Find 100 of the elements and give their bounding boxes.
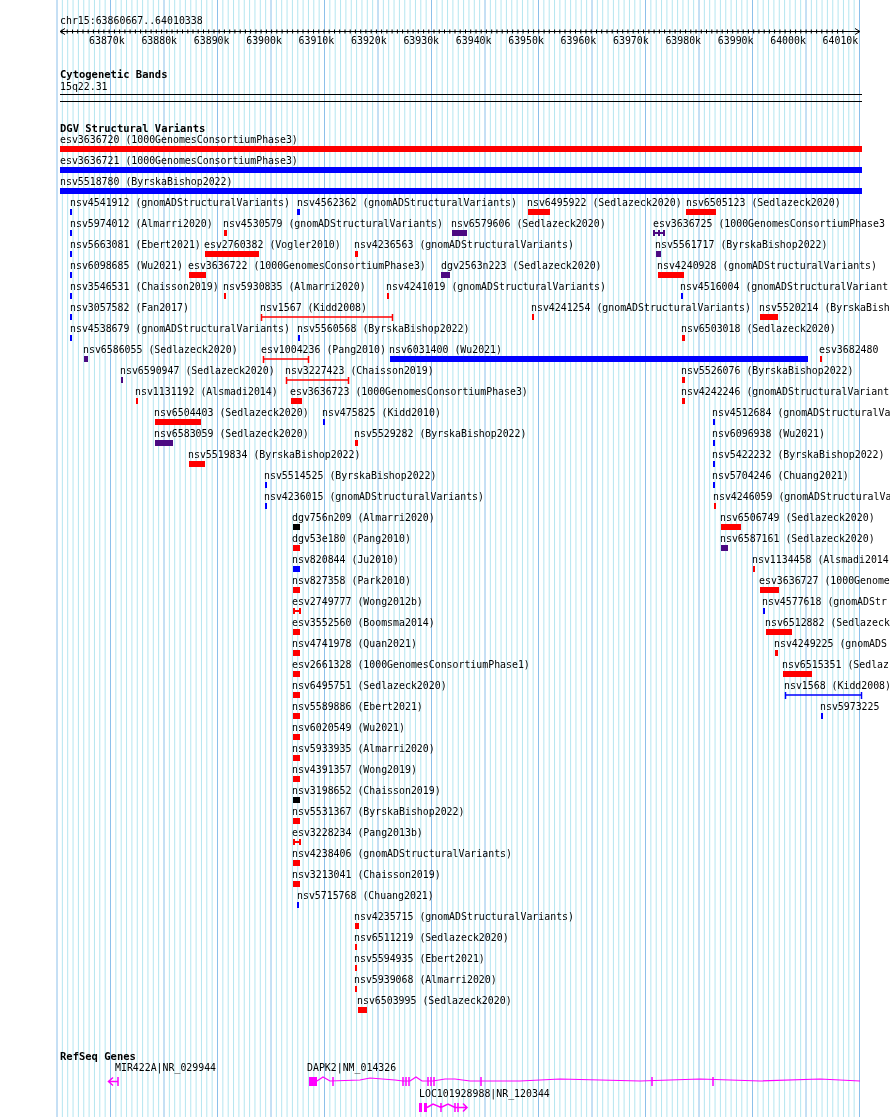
- variant-label: nsv6096938 (Wu2021): [712, 428, 825, 440]
- variant-label: nsv5973225: [820, 701, 880, 713]
- variant-label: nsv6515351 (Sedlaz: [782, 659, 889, 671]
- variant-label: nsv4240928 (gnomADStructuralVariants): [657, 260, 877, 272]
- variant-label: nsv5514525 (ByrskaBishop2022): [264, 470, 437, 482]
- variant-label: nsv5520214 (ByrskaBish: [759, 302, 890, 314]
- tick-label: 64010k: [822, 35, 859, 47]
- variant-label: nsv5930835 (Almarri2020): [223, 281, 366, 293]
- tick-label: 63870k: [89, 35, 125, 47]
- variant-label: nsv820844 (Ju2010): [292, 554, 399, 566]
- variant-label: esv3636725 (1000GenomesConsortiumPhase3: [653, 218, 885, 230]
- variant-label: esv1004236 (Pang2010): [261, 344, 386, 356]
- variant-label: nsv5561717 (ByrskaBishop2022): [655, 239, 828, 251]
- gene-label: MIR422A|NR_029944: [115, 1062, 217, 1074]
- tick-label: 63930k: [403, 35, 440, 47]
- variant-label: nsv6512882 (Sedlazeck: [765, 617, 890, 629]
- variant-label: nsv3198652 (Chaisson2019): [292, 785, 441, 797]
- variant-label: nsv827358 (Park2010): [292, 575, 411, 587]
- variant-label: nsv475825 (Kidd2010): [322, 407, 441, 419]
- variant-label: nsv1568 (Kidd2008): [784, 680, 890, 692]
- variant-label: nsv6495922 (Sedlazeck2020): [527, 197, 682, 209]
- variant-label: nsv3213041 (Chaisson2019): [292, 869, 441, 881]
- variant-label: nsv6504403 (Sedlazeck2020): [154, 407, 309, 419]
- variant-label: nsv4241019 (gnomADStructuralVariants): [386, 281, 606, 293]
- variant-label: esv3636723 (1000GenomesConsortiumPhase3): [290, 386, 528, 398]
- variant-label: nsv6505123 (Sedlazeck2020): [686, 197, 841, 209]
- variant-label: nsv4577618 (gnomADStr: [762, 596, 887, 608]
- variant-label: esv2749777 (Wong2012b): [292, 596, 423, 608]
- variant-label: nsv5594935 (Ebert2021): [354, 953, 485, 965]
- tick-label: 63890k: [193, 35, 230, 47]
- variant-label: nsv6020549 (Wu2021): [292, 722, 405, 734]
- variant-label: esv3636720 (1000GenomesConsortiumPhase3): [60, 134, 298, 146]
- variant-label: nsv4530579 (gnomADStructuralVariants): [223, 218, 443, 230]
- variant-label: nsv6503995 (Sedlazeck2020): [357, 995, 512, 1007]
- variant-label: esv3636722 (1000GenomesConsortiumPhase3): [188, 260, 426, 272]
- variant-label: nsv4236015 (gnomADStructuralVariants): [264, 491, 484, 503]
- variant-label: nsv6495751 (Sedlazeck2020): [292, 680, 447, 692]
- tick-label: 63960k: [560, 35, 597, 47]
- tick-label: 63950k: [508, 35, 544, 47]
- variant-label: nsv5560568 (ByrskaBishop2022): [297, 323, 470, 335]
- variant-label: nsv1567 (Kidd2008): [260, 302, 367, 314]
- track-heading: RefSeq Genes: [60, 1050, 136, 1062]
- variant-label: nsv4541912 (gnomADStructuralVariants): [70, 197, 290, 209]
- variant-label: nsv4562362 (gnomADStructuralVariants): [297, 197, 517, 209]
- tick-label: 63940k: [455, 35, 492, 47]
- variant-label: nsv5589886 (Ebert2021): [292, 701, 423, 713]
- track-heading: Cytogenetic Bands: [60, 68, 168, 80]
- variant-label: nsv6031400 (Wu2021): [389, 344, 502, 356]
- variant-label: nsv4242246 (gnomADStructuralVariant: [681, 386, 890, 398]
- variant-label: nsv5704246 (Chuang2021): [712, 470, 849, 482]
- variant-label: nsv5974012 (Almarri2020): [70, 218, 213, 230]
- variant-label: nsv5529282 (ByrskaBishop2022): [354, 428, 527, 440]
- variant-label: nsv1134458 (Alsmadi2014: [752, 554, 889, 566]
- tick-label: 63900k: [246, 35, 282, 47]
- variant-label: nsv6586055 (Sedlazeck2020): [83, 344, 238, 356]
- tick-label: 63880k: [141, 35, 178, 47]
- variant-label: nsv5422232 (ByrskaBishop2022): [712, 449, 885, 461]
- variant-label: dgv53e180 (Pang2010): [292, 533, 411, 545]
- variant-label: nsv6506749 (Sedlazeck2020): [720, 512, 875, 524]
- variant-label: nsv1131192 (Alsmadi2014): [135, 386, 278, 398]
- variant-label: nsv6583059 (Sedlazeck2020): [154, 428, 309, 440]
- tick-label: 63990k: [717, 35, 754, 47]
- variant-label: dgv2563n223 (Sedlazeck2020): [441, 260, 602, 272]
- variant-label: nsv5715768 (Chuang2021): [297, 890, 434, 902]
- variant-label: nsv6587161 (Sedlazeck2020): [720, 533, 875, 545]
- variant-label: nsv6579606 (Sedlazeck2020): [451, 218, 606, 230]
- gene-label: LOC101928988|NR_120344: [419, 1088, 550, 1100]
- variant-label: nsv4249225 (gnomADS: [774, 638, 887, 650]
- variant-label: nsv4241254 (gnomADStructuralVariants): [531, 302, 751, 314]
- variant-label: nsv3546531 (Chaisson2019): [70, 281, 219, 293]
- gene-label: DAPK2|NM_014326: [307, 1062, 397, 1074]
- variant-label: nsv4238406 (gnomADStructuralVariants): [292, 848, 512, 860]
- variant-label: dgv756n209 (Almarri2020): [292, 512, 435, 524]
- variant-label: esv3228234 (Pang2013b): [292, 827, 423, 839]
- variant-label: esv3636727 (1000Genome: [759, 575, 890, 587]
- variant-label: nsv4236563 (gnomADStructuralVariants): [354, 239, 574, 251]
- variant-label: nsv4741978 (Quan2021): [292, 638, 417, 650]
- band-label: 15q22.31: [60, 81, 108, 93]
- tick-label: 63920k: [351, 35, 387, 47]
- variant-label: nsv3227423 (Chaisson2019): [285, 365, 434, 377]
- variant-label: nsv6511219 (Sedlazeck2020): [354, 932, 509, 944]
- variant-label: nsv4391357 (Wong2019): [292, 764, 417, 776]
- variant-label: nsv6098685 (Wu2021): [70, 260, 183, 272]
- variant-label: nsv4246059 (gnomADStructuralVa: [713, 491, 890, 503]
- variant-label: nsv6590947 (Sedlazeck2020): [120, 365, 275, 377]
- variant-label: nsv5939068 (Almarri2020): [354, 974, 497, 986]
- variant-label: nsv4512684 (gnomADStructuralVa: [712, 407, 890, 419]
- variant-label: nsv5933935 (Almarri2020): [292, 743, 435, 755]
- variant-label: nsv3057582 (Fan2017): [70, 302, 189, 314]
- variant-label: esv2760382 (Vogler2010): [204, 239, 341, 251]
- tick-label: 63980k: [665, 35, 702, 47]
- variant-label: esv3682480: [819, 344, 879, 356]
- variant-label: nsv5663081 (Ebert2021): [70, 239, 201, 251]
- track-heading: DGV Structural Variants: [60, 122, 206, 134]
- variant-label: nsv4516004 (gnomADStructuralVariant: [680, 281, 889, 293]
- variant-label: nsv4538679 (gnomADStructuralVariants): [70, 323, 290, 335]
- variant-label: nsv5519834 (ByrskaBishop2022): [188, 449, 361, 461]
- tick-label: 63910k: [298, 35, 335, 47]
- variant-label: esv2661328 (1000GenomesConsortiumPhase1): [292, 659, 530, 671]
- variant-label: nsv4235715 (gnomADStructuralVariants): [354, 911, 574, 923]
